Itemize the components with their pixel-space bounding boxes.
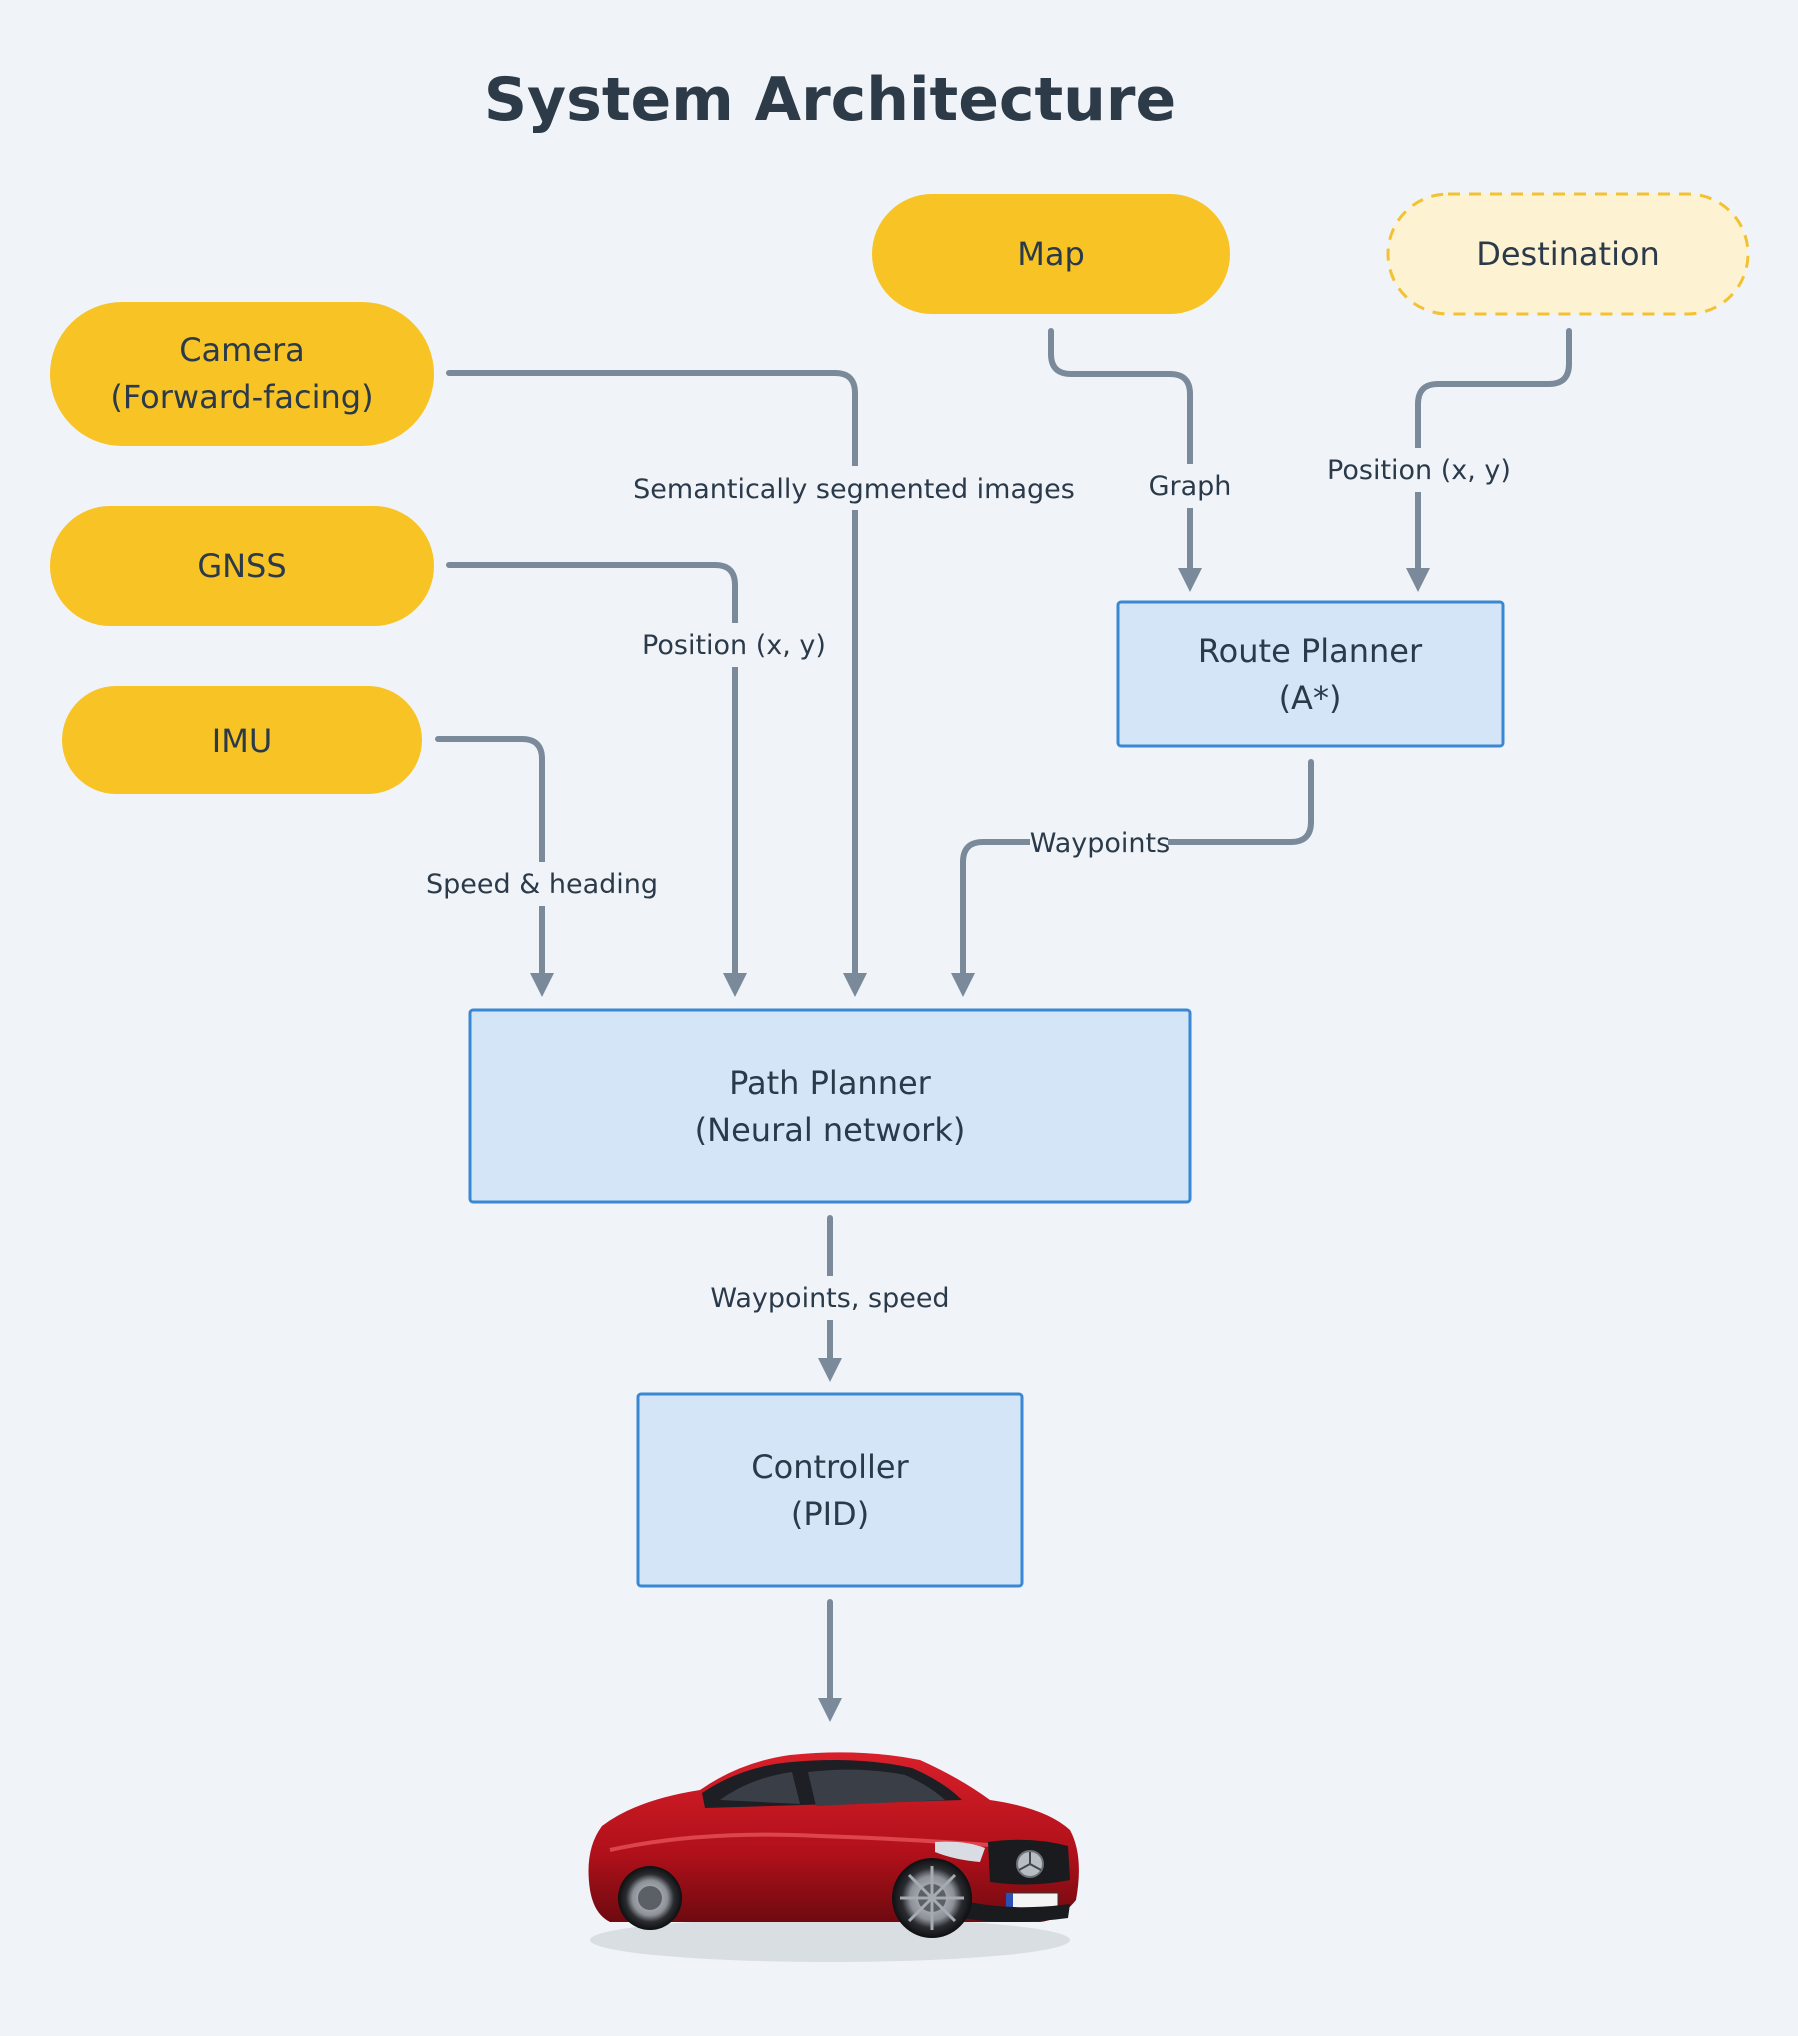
label-path-edge: Waypoints, speed: [710, 1283, 949, 1314]
label-bg: [1145, 464, 1235, 508]
edge-destination-to-route-planner: [1406, 328, 1572, 592]
label-bg: [712, 1276, 948, 1320]
camera-subtitle: (Forward-facing): [110, 378, 373, 416]
label-camera-edge: Semantically segmented images: [633, 474, 1075, 505]
camera-node[interactable]: Camera (Forward-facing): [50, 302, 434, 446]
controller-title: Controller: [751, 1448, 909, 1486]
gnss-label: GNSS: [197, 547, 286, 585]
label-bg: [428, 862, 656, 906]
map-pill: [872, 194, 1230, 314]
car-icon: [588, 1752, 1079, 1962]
imu-node[interactable]: IMU: [62, 686, 422, 794]
camera-pill: [50, 302, 434, 446]
controller-subtitle: (PID): [791, 1495, 869, 1533]
edge-gnss-to-path-planner: [446, 562, 747, 997]
route-planner-title: Route Planner: [1198, 632, 1423, 670]
edge-map-to-route-planner: [1048, 328, 1202, 592]
destination-pill: [1386, 192, 1750, 316]
destination-label: Destination: [1476, 235, 1660, 273]
path-planner-subtitle: (Neural network): [695, 1111, 966, 1149]
label-imu-edge: Speed & heading: [426, 869, 658, 900]
route-planner-box: [1116, 600, 1505, 748]
label-destination-edge: Position (x, y): [1327, 455, 1511, 486]
controller-box: [636, 1392, 1024, 1588]
imu-pill: [62, 686, 422, 794]
path-planner-title: Path Planner: [729, 1064, 932, 1102]
label-bg: [640, 623, 828, 667]
route-planner-block[interactable]: Route Planner (A*): [1116, 600, 1505, 748]
label-bg: [1030, 820, 1168, 864]
map-label: Map: [1017, 235, 1085, 273]
gnss-node[interactable]: GNSS: [50, 506, 434, 626]
controller-block[interactable]: Controller (PID): [636, 1392, 1024, 1588]
path-planner-box: [468, 1008, 1192, 1204]
label-gnss-edge: Position (x, y): [642, 630, 826, 661]
label-bg: [1324, 448, 1514, 492]
imu-label: IMU: [212, 722, 272, 760]
map-node[interactable]: Map: [872, 194, 1230, 314]
label-bg: [636, 466, 1068, 510]
edge-route-planner-to-path-planner: [951, 759, 1314, 997]
camera-title: Camera: [179, 331, 305, 369]
route-planner-subtitle: (A*): [1279, 679, 1342, 717]
label-route-edge: Waypoints: [1030, 828, 1170, 859]
diagram-title: System Architecture: [484, 65, 1176, 135]
path-planner-block[interactable]: Path Planner (Neural network): [468, 1008, 1192, 1204]
edge-camera-to-path-planner: [446, 370, 867, 997]
gnss-pill: [50, 506, 434, 626]
edge-imu-to-path-planner: [435, 736, 554, 997]
label-map-edge: Graph: [1149, 471, 1232, 502]
destination-node[interactable]: Destination: [1386, 192, 1750, 316]
